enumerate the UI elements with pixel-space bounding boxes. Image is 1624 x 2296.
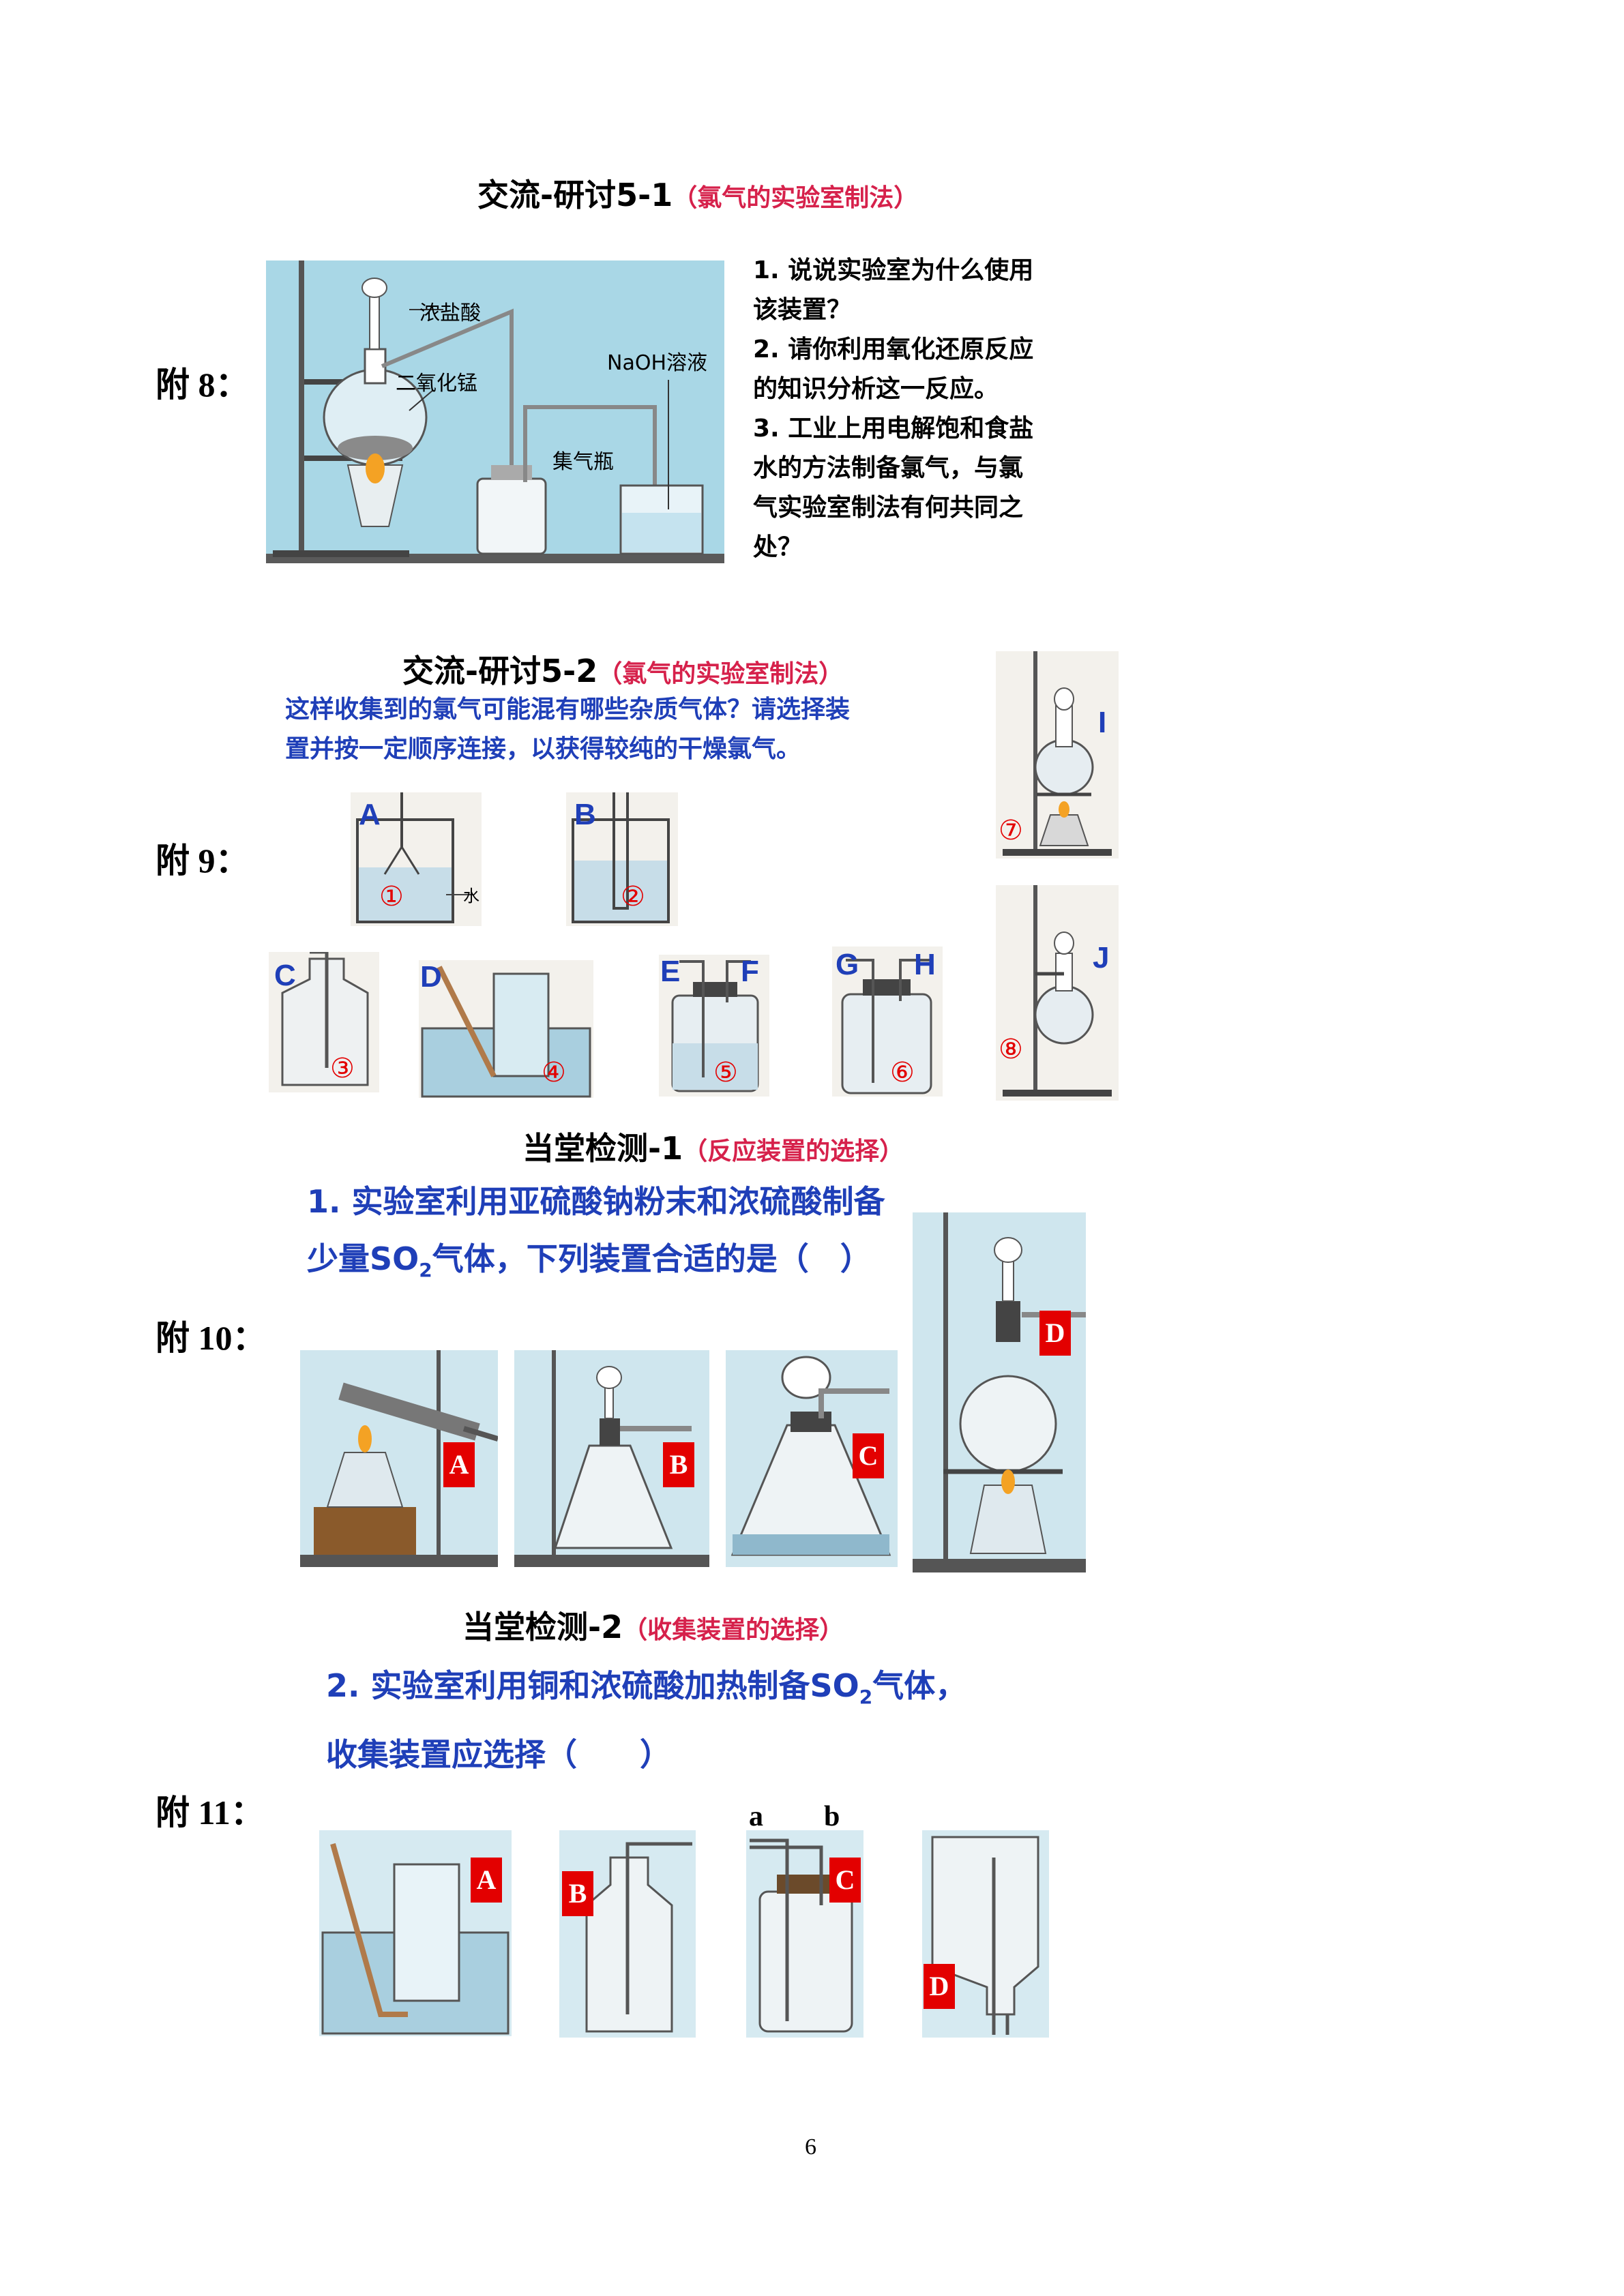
q8-line: 处？ (753, 533, 803, 561)
section-10-question: 1. 实验室利用亚硫酸钠粉末和浓硫酸制备 少量SO2气体，下列装置合适的是（ ） (307, 1173, 885, 1299)
q8-line: 该装置？ (753, 296, 852, 324)
appendix-10-label: 附 10： (156, 1319, 267, 1357)
title-text: 当堂检测-2 (462, 1609, 623, 1645)
apparatus-4-water-trough: D ④ (419, 960, 593, 1098)
num-3: ③ (330, 1053, 355, 1084)
num-7: ⑦ (999, 815, 1023, 846)
label-J: J (1093, 941, 1110, 974)
section-10-title: 当堂检测-1（反应装置的选择） (522, 1124, 904, 1169)
collect-A-water-trough: A (319, 1830, 512, 2036)
label-H: H (914, 948, 936, 981)
section-8-title: 交流-研讨5-1（氯气的实验室制法） (477, 170, 918, 215)
option-A-test-tube-heating: A (300, 1350, 498, 1567)
collect-B-bottle-long-tube: B (559, 1830, 696, 2038)
tag-B: B (562, 1871, 593, 1916)
label-C: C (274, 959, 296, 992)
option-D-flask-heating: D (913, 1212, 1086, 1572)
img-label-naoh: NaOH溶液 (607, 351, 707, 375)
q10-so: 少量SO (307, 1240, 419, 1277)
apparatus-7-flask-burner: I ⑦ (996, 651, 1119, 859)
num-8: ⑧ (999, 1034, 1023, 1065)
title-text: 当堂检测-1 (522, 1130, 683, 1167)
apparatus-3-bottle: C ③ (269, 952, 379, 1092)
tag-D: D (1039, 1311, 1071, 1356)
num-2: ② (621, 881, 645, 912)
label-B: B (574, 798, 596, 831)
apparatus-2-beaker-tube: B ② (566, 792, 678, 926)
label-E: E (660, 955, 681, 988)
num-4: ④ (542, 1057, 566, 1088)
apparatus-8-flask: J ⑧ (996, 885, 1119, 1101)
collect-D-inverted-bottle: D (922, 1830, 1049, 2038)
img-label-mno2: 二氧化锰 (396, 372, 477, 396)
title-subtitle: （收集装置的选择） (623, 1616, 844, 1644)
title-subtitle: （反应装置的选择） (683, 1137, 904, 1165)
appendix-11-label: 附 11： (156, 1793, 265, 1832)
title-subtitle: （氯气的实验室制法） (673, 184, 919, 212)
q11-line-1: 2. 实验室利用铜和浓硫酸加热制备SO2气体， (326, 1657, 966, 1726)
q11-rest: 气体， (872, 1667, 967, 1704)
collect-C-stoppered-bottle: C (746, 1830, 863, 2038)
water-label: 水 (463, 886, 479, 906)
q8-line: 的知识分析这一反应。 (753, 375, 999, 403)
section-8-questions: 1. 说说实验室为什么使用 该装置？ 2. 请你利用氧化还原反应 的知识分析这一… (753, 251, 1033, 567)
chlorine-apparatus-image: 浓盐酸 二氧化锰 NaOH溶液 集气瓶 (266, 260, 724, 563)
img-label-jar: 集气瓶 (552, 450, 614, 474)
tag-D: D (924, 1964, 955, 2009)
label-a: a (749, 1801, 763, 1832)
appendix-8-label: 附 8： (156, 366, 250, 404)
q10-rest: 气体，下列装置合适的是（ ） (432, 1240, 872, 1277)
option-B-flask-funnel: B (514, 1350, 709, 1567)
title-text: 交流-研讨5-2 (402, 653, 598, 689)
q8-line: 2. 请你利用氧化还原反应 (753, 336, 1034, 363)
q8-line: 1. 说说实验室为什么使用 (753, 256, 1034, 284)
q10-line-1: 1. 实验室利用亚硫酸钠粉末和浓硫酸制备 (307, 1183, 885, 1220)
page-number: 6 (805, 2134, 816, 2160)
q8-line: 气实验室制法有何共同之 (753, 494, 1024, 522)
option-C-conical-flask: C (726, 1350, 898, 1567)
q11-sub: 2 (859, 1686, 873, 1709)
appendix-9-label: 附 9： (156, 841, 250, 880)
tag-B: B (663, 1442, 694, 1487)
apparatus-6-gas-bottle: G H ⑥ (832, 946, 943, 1097)
tag-A: A (471, 1858, 502, 1903)
apparatus-1-beaker-funnel: A ① 水 (351, 792, 482, 926)
tag-C: C (829, 1858, 861, 1903)
q11-line-2: 收集装置应选择（ ） (326, 1736, 671, 1774)
q8-line: 3. 工业上用电解饱和食盐 (753, 415, 1034, 443)
label-I: I (1098, 706, 1107, 739)
num-5: ⑤ (713, 1057, 738, 1088)
q10-line-2: 少量SO2气体，下列装置合适的是（ ） (307, 1230, 885, 1299)
apparatus-5-wash-bottle: E F ⑤ (659, 955, 769, 1097)
label-D: D (420, 960, 442, 994)
tag-A: A (443, 1442, 475, 1487)
q11-text: 2. 实验室利用铜和浓硫酸加热制备SO (326, 1667, 859, 1704)
section-9-title: 交流-研讨5-2（氯气的实验室制法） (402, 646, 843, 691)
num-6: ⑥ (890, 1057, 915, 1088)
section-9-question: 这样收集到的氯气可能混有哪些杂质气体？请选择装 置并按一定顺序连接，以获得较纯的… (285, 690, 850, 769)
section-11-question: 2. 实验室利用铜和浓硫酸加热制备SO2气体， 收集装置应选择（ ） (326, 1657, 966, 1783)
num-1: ① (379, 881, 404, 912)
title-text: 交流-研讨5-1 (477, 177, 673, 213)
section-11-title: 当堂检测-2（收集装置的选择） (462, 1602, 844, 1648)
img-label-hcl: 浓盐酸 (419, 301, 481, 325)
label-A: A (359, 798, 381, 831)
label-b: b (824, 1801, 840, 1832)
title-subtitle: （氯气的实验室制法） (597, 660, 844, 688)
tag-C: C (853, 1433, 884, 1478)
q9-line: 这样收集到的氯气可能混有哪些杂质气体？请选择装 (285, 696, 851, 724)
q9-line: 置并按一定顺序连接，以获得较纯的干燥氯气。 (285, 735, 801, 763)
q10-sub: 2 (419, 1259, 432, 1282)
label-F: F (741, 955, 759, 988)
q8-line: 水的方法制备氯气，与氯 (753, 454, 1024, 482)
label-G: G (836, 948, 859, 981)
